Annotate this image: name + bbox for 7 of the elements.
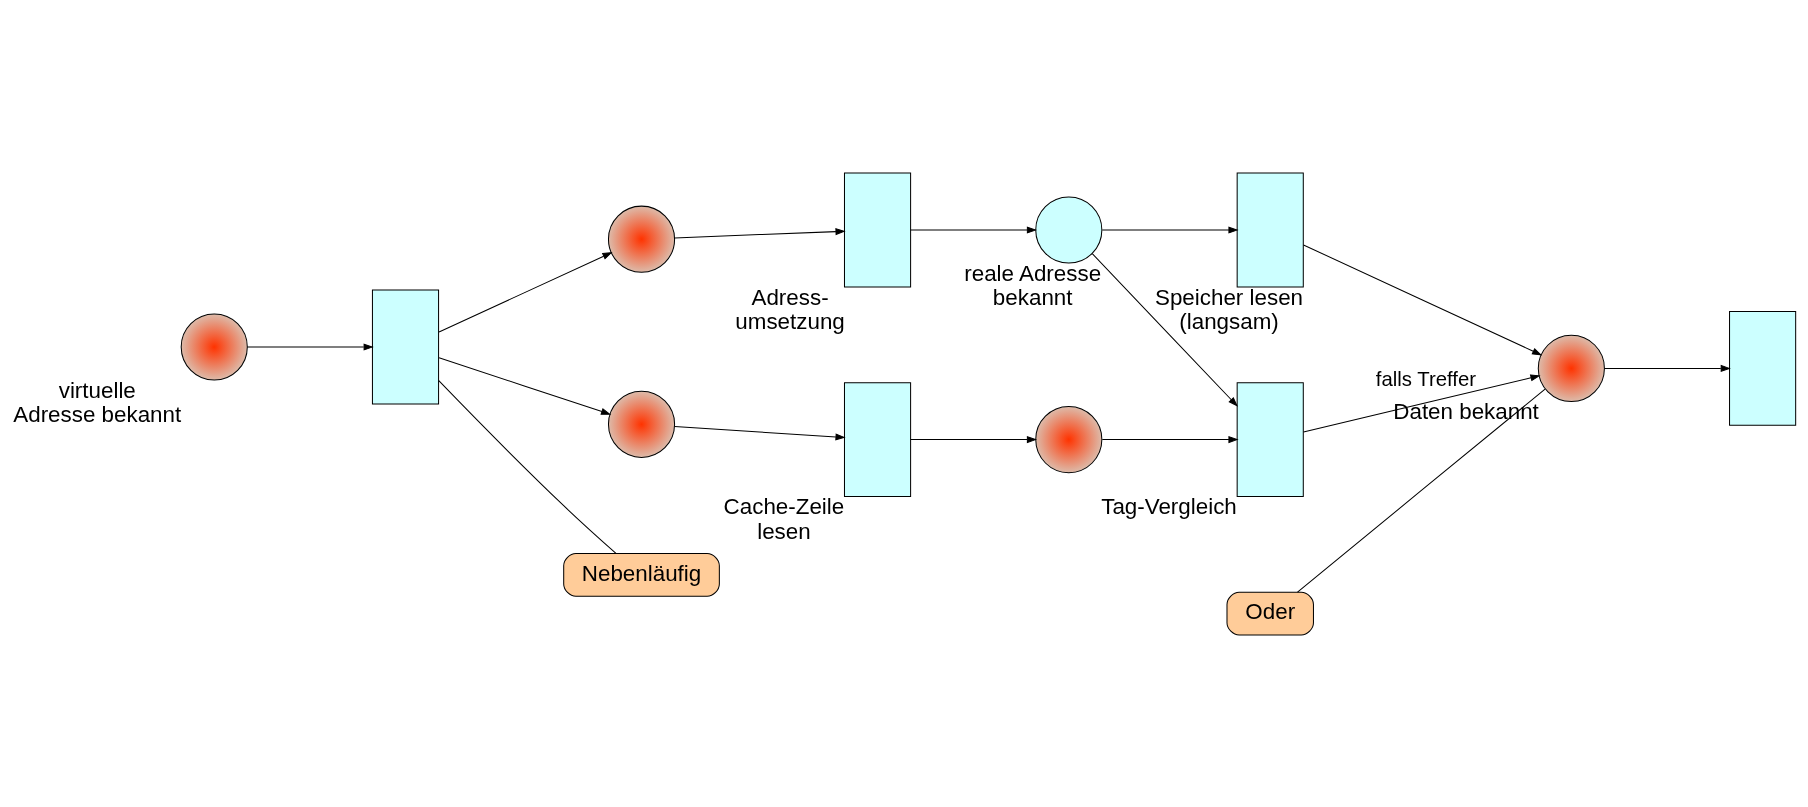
node-label: Adress- umsetzung	[734, 284, 845, 334]
node-label: Speicher lesen (langsam)	[1154, 284, 1303, 334]
node-label: virtuelle Adresse bekannt	[12, 377, 181, 427]
node-label: Tag-Vergleich	[1100, 493, 1237, 519]
node-label: reale Adresse bekannt	[963, 260, 1101, 310]
node-label: Cache-Zeile lesen	[723, 493, 844, 544]
edge-label: falls Treffer	[1375, 367, 1476, 390]
